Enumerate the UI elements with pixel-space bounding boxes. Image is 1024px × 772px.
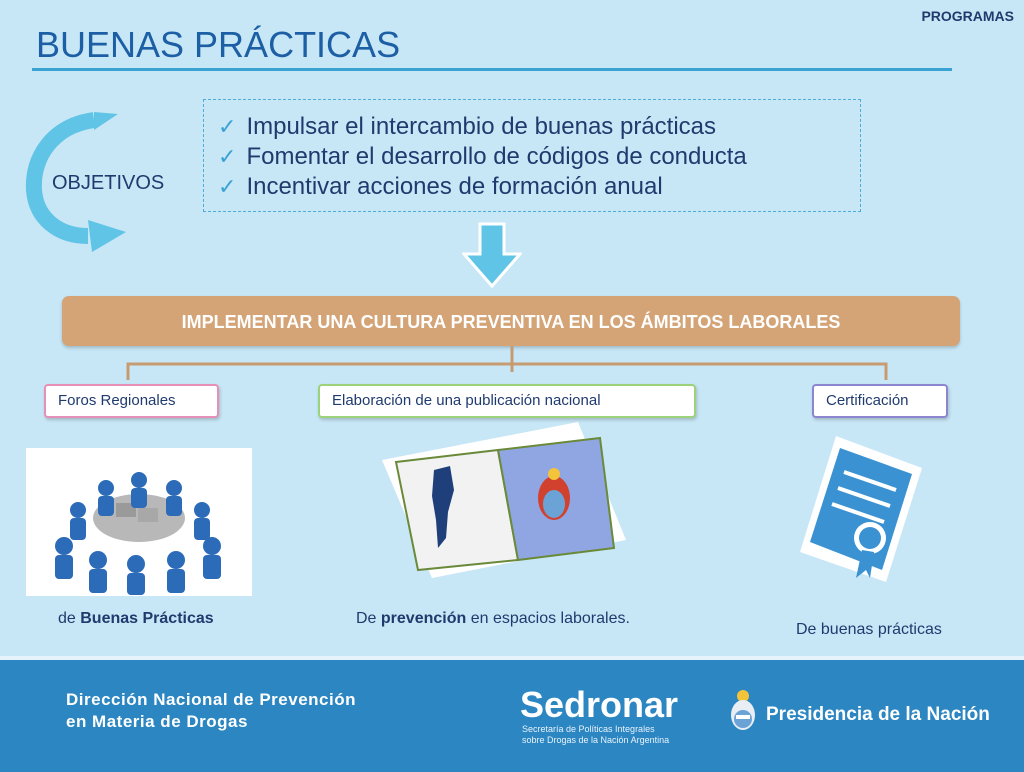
caption-certificacion: De buenas prácticas xyxy=(796,621,942,638)
page-title: BUENAS PRÁCTICAS xyxy=(36,24,401,65)
objective-item: ✓Incentivar acciones de formación anual xyxy=(218,173,663,200)
footer: Dirección Nacional de Prevención en Mate… xyxy=(0,656,1024,772)
caption-foros: de Buenas Prácticas xyxy=(58,610,214,627)
section-label: PROGRAMAS xyxy=(921,8,1014,24)
sedronar-subtitle-1: Secretaría de Políticas Integrales xyxy=(522,724,655,734)
branch-connector xyxy=(126,346,888,380)
title-divider xyxy=(32,68,952,71)
cycle-arrow-icon xyxy=(25,112,126,252)
check-icon: ✓ xyxy=(218,144,237,169)
sedronar-logo: Sedronar xyxy=(520,684,679,725)
presidencia-label: Presidencia de la Nación xyxy=(766,704,990,725)
objective-item: ✓Impulsar el intercambio de buenas práct… xyxy=(218,113,717,140)
sedronar-subtitle-2: sobre Drogas de la Nación Argentina xyxy=(522,735,670,745)
caption-publicacion: De prevención en espacios laborales. xyxy=(356,610,630,627)
check-icon: ✓ xyxy=(218,174,237,199)
tag-certificacion: Certificación xyxy=(812,384,948,418)
tag-publicacion-nacional: Elaboración de una publicación nacional xyxy=(318,384,696,418)
direccion-line-1: Dirección Nacional de Prevención xyxy=(66,690,356,709)
check-icon: ✓ xyxy=(218,114,237,139)
tag-foros-regionales: Foros Regionales xyxy=(44,384,219,418)
objective-item: ✓Fomentar el desarrollo de códigos de co… xyxy=(218,143,747,170)
down-arrow-icon xyxy=(462,222,522,288)
culture-banner: IMPLEMENTAR UNA CULTURA PREVENTIVA EN LO… xyxy=(62,296,960,346)
shield-icon xyxy=(731,690,755,730)
objetivos-label: OBJETIVOS xyxy=(52,172,165,194)
objectives-box: ✓Impulsar el intercambio de buenas práct… xyxy=(203,99,861,212)
certificate-icon xyxy=(800,436,922,582)
people-puzzle-icon xyxy=(26,448,252,596)
book-icon xyxy=(382,422,626,578)
direccion-line-2: en Materia de Drogas xyxy=(66,712,248,731)
